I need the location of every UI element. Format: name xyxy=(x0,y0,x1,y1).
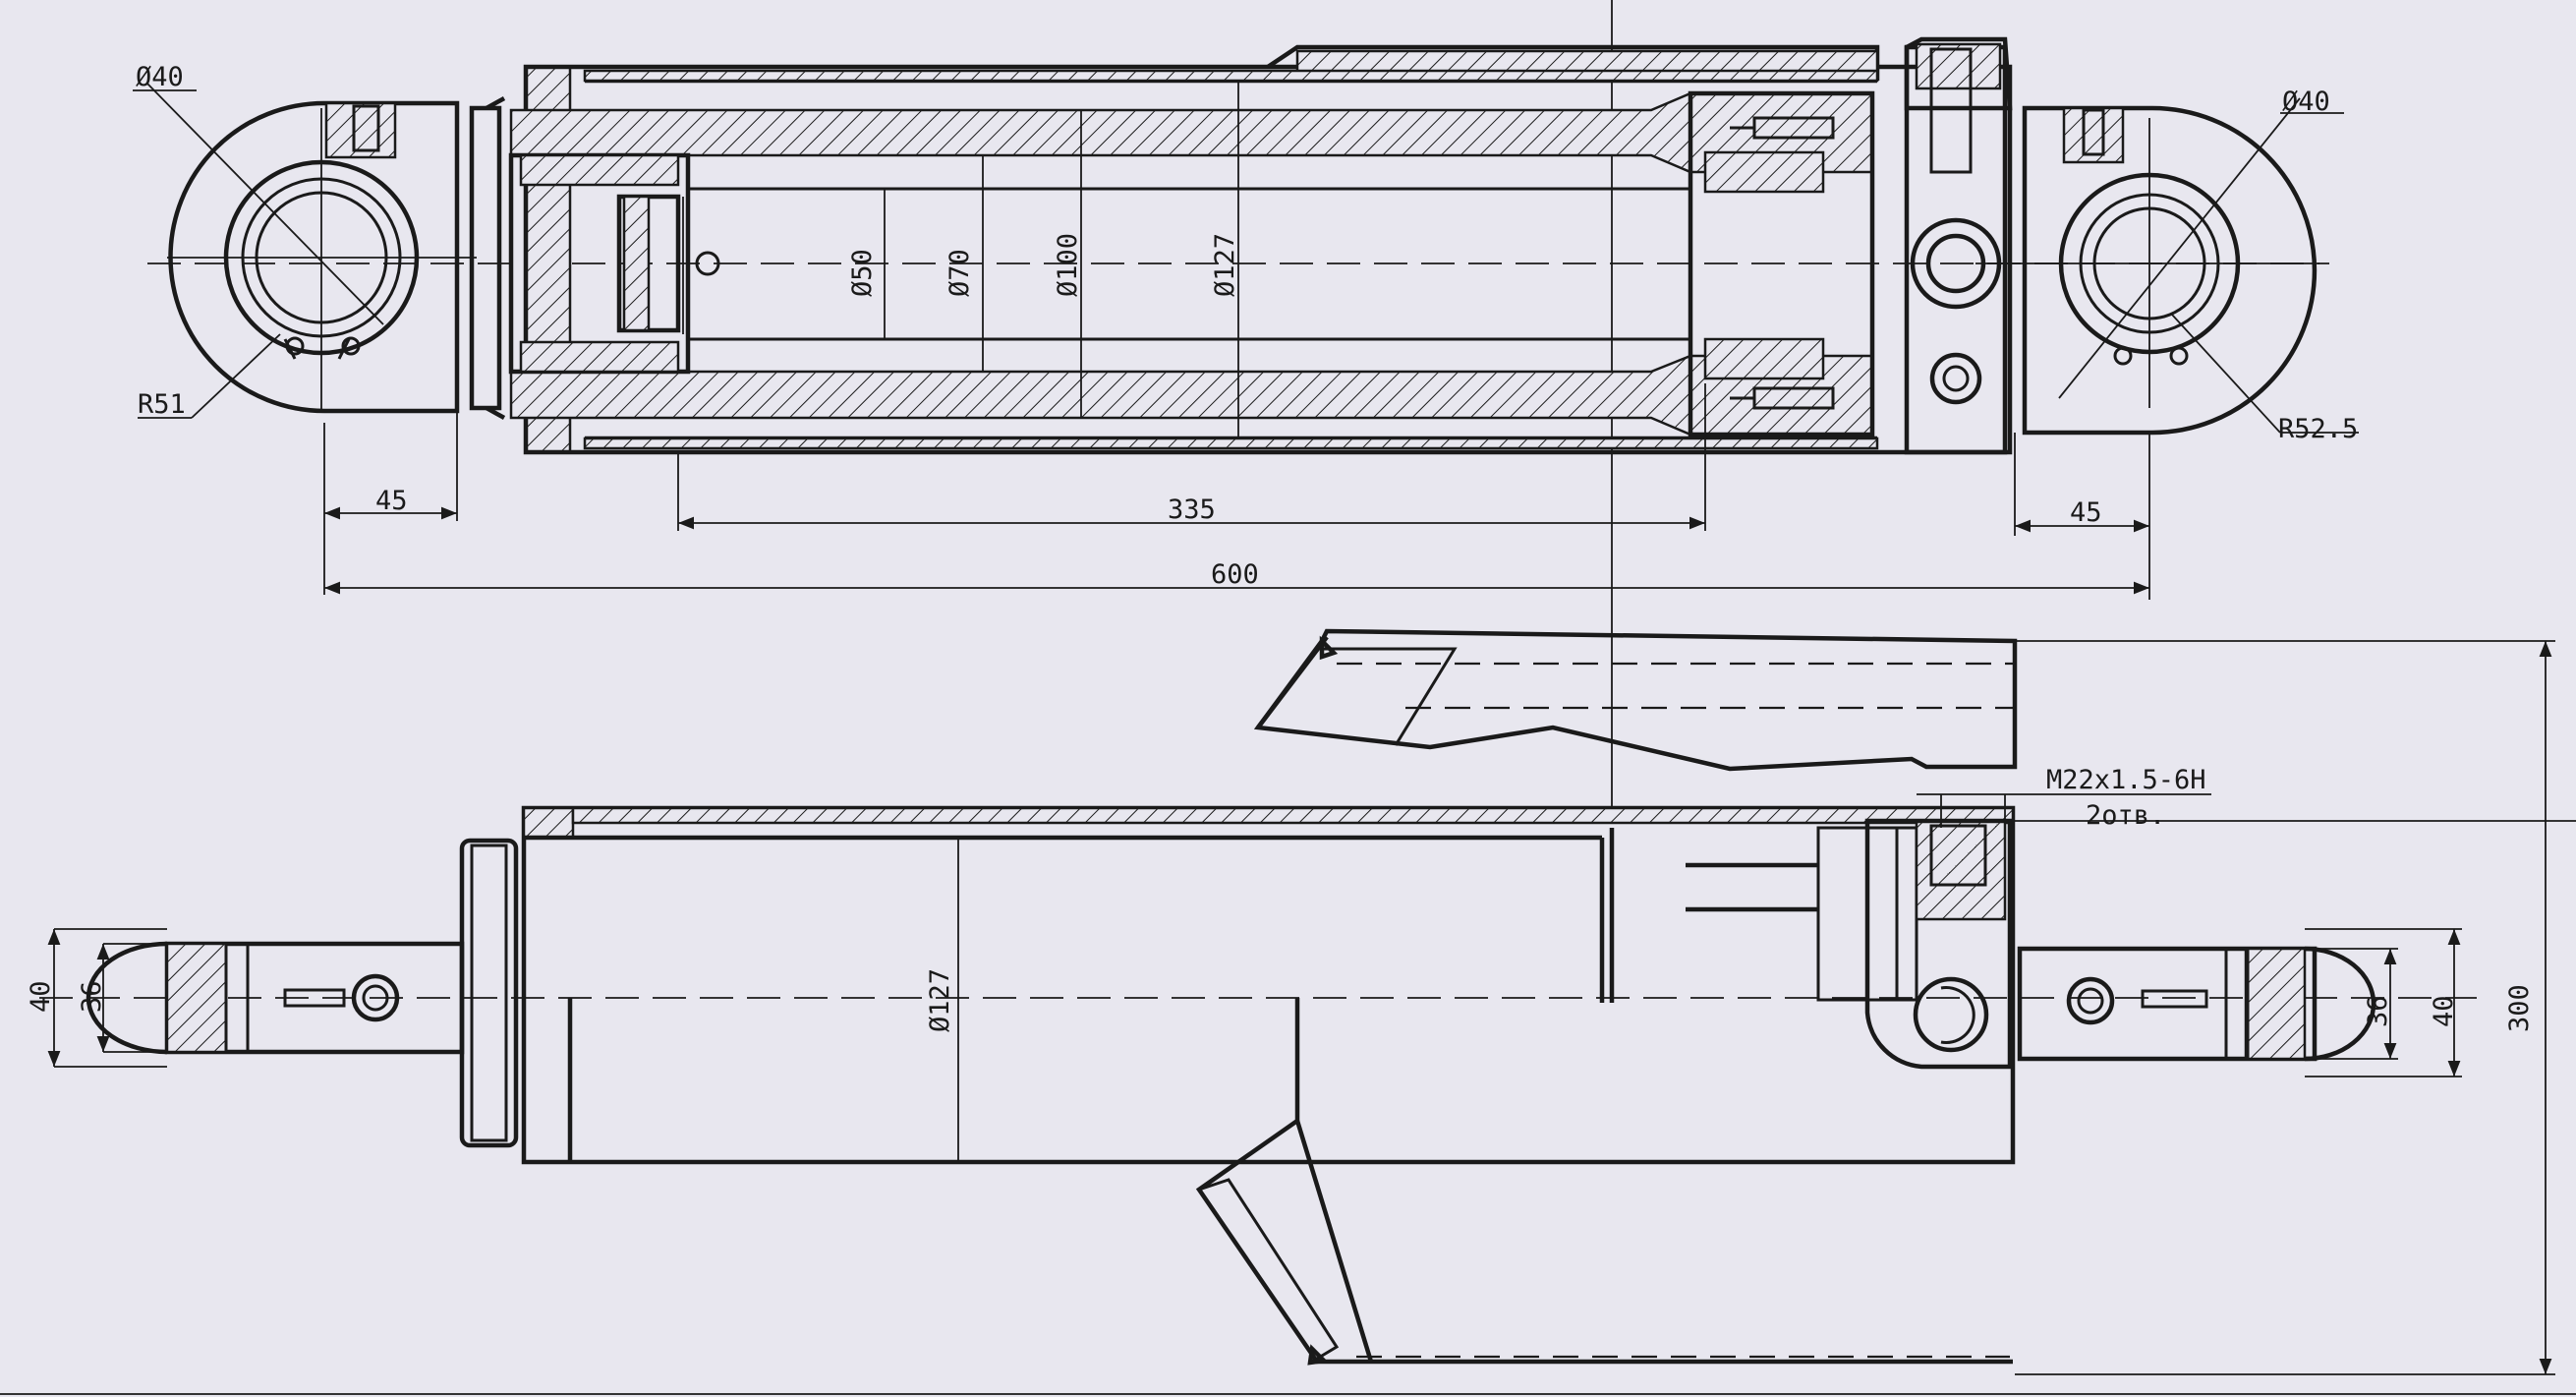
dim-right-eye-label: 45 xyxy=(2070,497,2102,528)
rear-cap xyxy=(1904,36,2013,455)
left-pin-inner-label: 36 xyxy=(77,980,107,1013)
dim-left-eye-label: 45 xyxy=(375,486,408,516)
right-eye xyxy=(1975,97,2359,436)
bore-100-diameter-label: Ø100 xyxy=(1053,233,1083,297)
left-eye-diameter-label: Ø40 xyxy=(136,62,184,92)
thread-spec-label: M22x1.5-6H xyxy=(2046,765,2206,795)
main-body xyxy=(459,805,2016,1165)
thread-callout xyxy=(1917,793,2211,828)
pipe-fitting-bottom xyxy=(1195,998,2013,1366)
right-eye-diameter-label: Ø40 xyxy=(2282,87,2330,117)
dim-height-label: 300 xyxy=(2504,984,2535,1032)
rear-lug xyxy=(1864,818,2013,1070)
right-pin xyxy=(2017,928,2462,1077)
rod-diameter-label: Ø50 xyxy=(847,249,878,297)
dim-overall-label: 600 xyxy=(1211,559,1259,590)
top-section-view: Ø40 R51 xyxy=(133,36,2359,600)
dim-stroke-label: 335 xyxy=(1168,495,1216,525)
top-dimensions xyxy=(323,383,2150,600)
thread-note-label: 2отв. xyxy=(2086,800,2165,831)
left-pin xyxy=(47,928,465,1068)
body-diameter-label: Ø127 xyxy=(925,968,955,1032)
left-eye xyxy=(133,83,477,419)
right-eye-radius-label: R52.5 xyxy=(2278,414,2358,444)
bore-70-diameter-label: Ø70 xyxy=(945,249,975,297)
right-pin-outer-label: 40 xyxy=(2429,995,2459,1027)
right-pin-inner-label: 36 xyxy=(2363,995,2393,1027)
piston-rod xyxy=(508,81,1875,438)
height-dimension xyxy=(2015,640,2555,1375)
left-pin-outer-label: 40 xyxy=(26,980,56,1013)
bottom-view: Ø127 xyxy=(26,628,2555,1375)
outer-127-diameter-label: Ø127 xyxy=(1210,233,1240,297)
pipe-fitting-top xyxy=(1253,628,2018,772)
left-eye-radius-label: R51 xyxy=(138,389,186,420)
